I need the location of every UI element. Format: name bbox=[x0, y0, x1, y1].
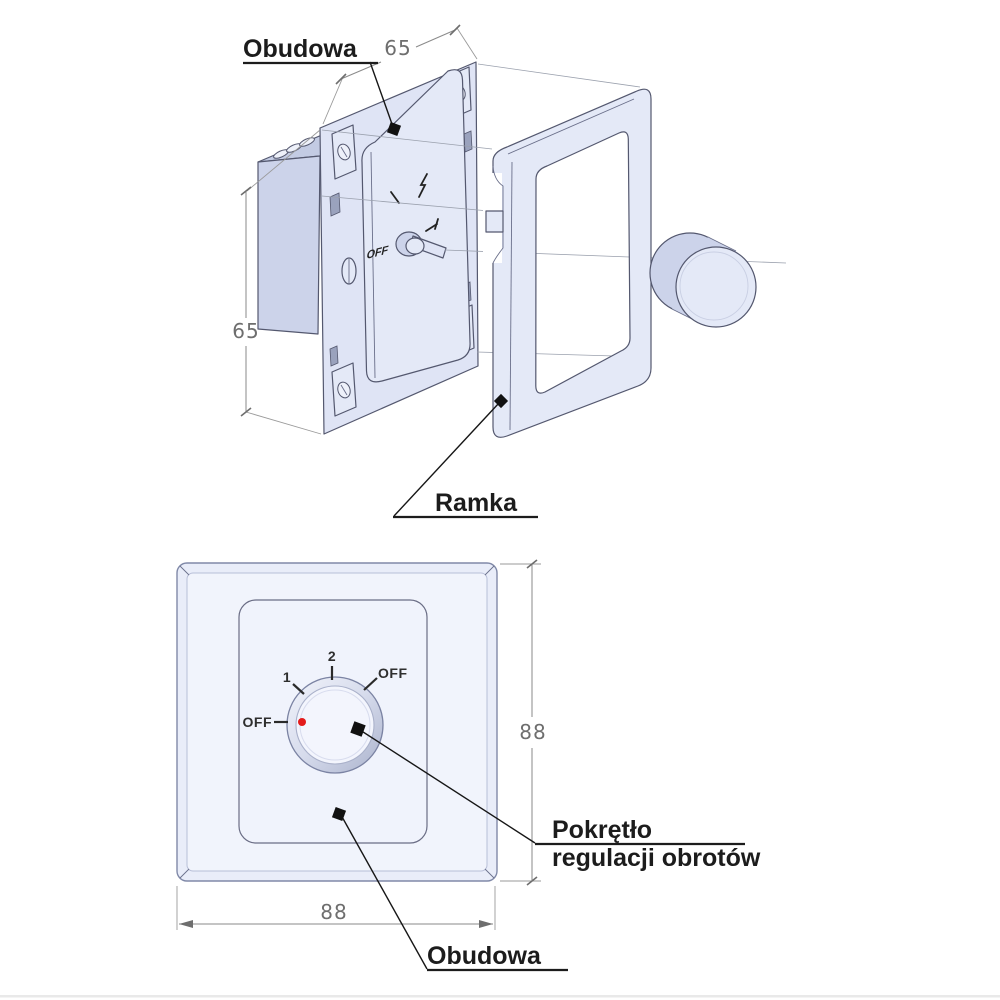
mechanism-plate-face bbox=[361, 69, 471, 383]
exploded-labels: Obudowa Ramka bbox=[243, 35, 538, 519]
knob-face-rim bbox=[679, 251, 749, 321]
plate-thickness-edge bbox=[370, 151, 376, 379]
knob-label-off-left: OFF bbox=[243, 714, 273, 730]
front-view: OFF 1 2 OFF 88 88 Pokrętło reg bbox=[176, 559, 761, 972]
switch-shaft-cap bbox=[405, 237, 425, 255]
clip-tab bbox=[485, 210, 504, 233]
knob-label-line2: regulacji obrotów bbox=[552, 844, 761, 872]
plate-slot bbox=[329, 192, 341, 217]
knob-marker bbox=[350, 721, 366, 737]
front-labels: Pokrętło regulacji obrotów Obudowa bbox=[331, 721, 761, 972]
marking-off-text: OFF bbox=[365, 243, 389, 262]
bevel-corner bbox=[179, 868, 190, 879]
dimension-left-65: 65 bbox=[232, 129, 322, 435]
plate-slot bbox=[463, 130, 473, 153]
screw-slot bbox=[340, 146, 348, 158]
marking-arrow bbox=[425, 223, 438, 232]
knob-scale bbox=[274, 666, 378, 724]
dimension-bottom-88: 88 bbox=[176, 886, 496, 930]
exploded-view: OFF bbox=[232, 24, 787, 519]
dimension-top-65: 65 bbox=[322, 24, 478, 125]
knob-label-1: 1 bbox=[283, 669, 291, 685]
frame-part bbox=[483, 88, 652, 438]
bevel-corner bbox=[179, 565, 190, 576]
housing-marker bbox=[386, 121, 402, 137]
page-bottom-rule bbox=[0, 995, 1000, 998]
frame-label: Ramka bbox=[435, 489, 518, 517]
frame-body bbox=[492, 88, 652, 438]
frame-marker bbox=[493, 393, 509, 409]
dim-width-value: 65 bbox=[384, 36, 411, 60]
front-knob bbox=[286, 676, 384, 774]
front-housing-marker bbox=[331, 806, 347, 822]
bevel-corner bbox=[484, 565, 495, 576]
front-dim-width-value: 88 bbox=[320, 900, 347, 924]
tick-1 bbox=[292, 683, 305, 695]
knob-label-off-right: OFF bbox=[378, 665, 408, 681]
bevel-corner bbox=[484, 868, 495, 879]
knob-part bbox=[649, 232, 757, 328]
frame-left-thickness bbox=[509, 161, 513, 431]
housing-label-bottom: Obudowa bbox=[427, 942, 542, 970]
knob-indicator-dot bbox=[298, 718, 306, 726]
plate-slot bbox=[329, 345, 339, 367]
knob-front-face bbox=[675, 246, 757, 328]
marking-pos2 bbox=[418, 173, 428, 198]
housing-label-top: Obudowa bbox=[243, 35, 358, 63]
dimension-right-88: 88 bbox=[500, 559, 546, 886]
knob-body-edge bbox=[707, 236, 737, 252]
mechanism-plate: OFF bbox=[361, 69, 471, 383]
knob-label-line1: Pokrętło bbox=[552, 816, 652, 844]
knob-label-2: 2 bbox=[328, 648, 336, 664]
frame-top-thickness bbox=[507, 98, 635, 155]
marking-arrow-bar bbox=[434, 218, 439, 230]
marking-pos1 bbox=[390, 191, 400, 204]
screw-slot bbox=[340, 384, 348, 396]
tick-off-right bbox=[363, 677, 378, 691]
front-dim-height-value: 88 bbox=[519, 720, 546, 744]
knob-face bbox=[295, 685, 375, 765]
dim-height-value: 65 bbox=[232, 319, 259, 343]
box-left-face bbox=[257, 155, 321, 335]
